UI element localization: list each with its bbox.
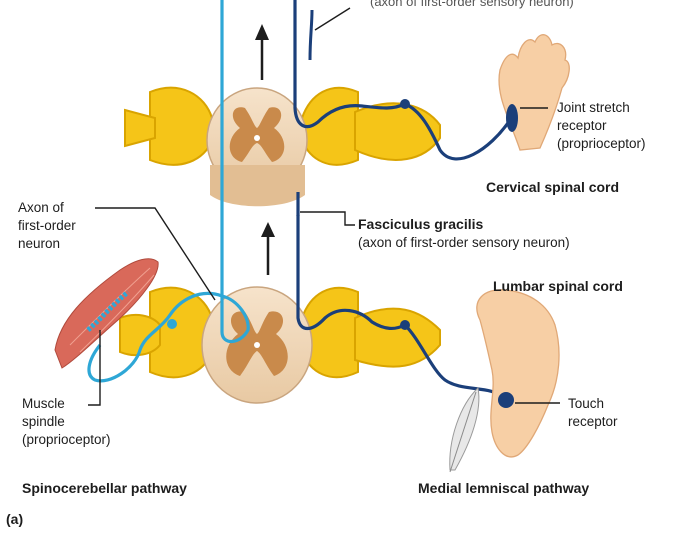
top-clipped-label: (axon of first-order sensory neuron) xyxy=(370,0,574,9)
touch-receptor-icon xyxy=(498,392,514,408)
axon-label-line1: Axon of xyxy=(18,200,64,215)
joint-receptor-icon xyxy=(506,104,518,132)
lumbar-medial-cell-body xyxy=(400,320,410,330)
foot-shape xyxy=(477,290,559,457)
lumbar-central-canal xyxy=(254,342,260,348)
panel-label: (a) xyxy=(6,511,23,527)
up-arrow-upper xyxy=(255,24,269,80)
cervical-cord-section xyxy=(125,88,440,206)
fasciculus-subtitle: (axon of first-order sensory neuron) xyxy=(358,235,570,250)
muscle-label-line3: (proprioceptor) xyxy=(22,432,111,447)
muscle-label-line1: Muscle xyxy=(22,396,65,411)
feather-icon xyxy=(450,388,479,472)
muscle-label-line2: spindle xyxy=(22,414,65,429)
cervical-label: Cervical spinal cord xyxy=(486,179,619,195)
joint-label-line2: receptor xyxy=(557,118,607,133)
touch-label-line1: Touch xyxy=(568,396,604,411)
cervical-upper-axon xyxy=(310,10,312,60)
axon-label-line2: first-order xyxy=(18,218,76,233)
cervical-right-ganglion xyxy=(355,103,440,160)
foot-illustration xyxy=(477,290,559,457)
lumbar-label: Lumbar spinal cord xyxy=(493,278,623,294)
lumbar-cord-section xyxy=(120,287,440,403)
cervical-cord-cut xyxy=(210,165,305,206)
fasciculus-leader-line xyxy=(300,212,355,225)
touch-label-line2: receptor xyxy=(568,414,618,429)
cervical-left-nerve xyxy=(150,88,212,165)
spinocerebellar-label: Spinocerebellar pathway xyxy=(22,480,187,496)
axon-label-line3: neuron xyxy=(18,236,60,251)
cervical-medial-cell-body xyxy=(400,99,410,109)
joint-label-line1: Joint stretch xyxy=(557,100,630,115)
up-arrow-lower xyxy=(261,222,275,275)
top-leader-line xyxy=(315,8,350,30)
medial-label: Medial lemniscal pathway xyxy=(418,480,589,496)
spinocerebellar-cell-body xyxy=(167,319,177,329)
fasciculus-title: Fasciculus gracilis xyxy=(358,216,483,232)
joint-label-line3: (proprioceptor) xyxy=(557,136,646,151)
cervical-central-canal xyxy=(254,135,260,141)
